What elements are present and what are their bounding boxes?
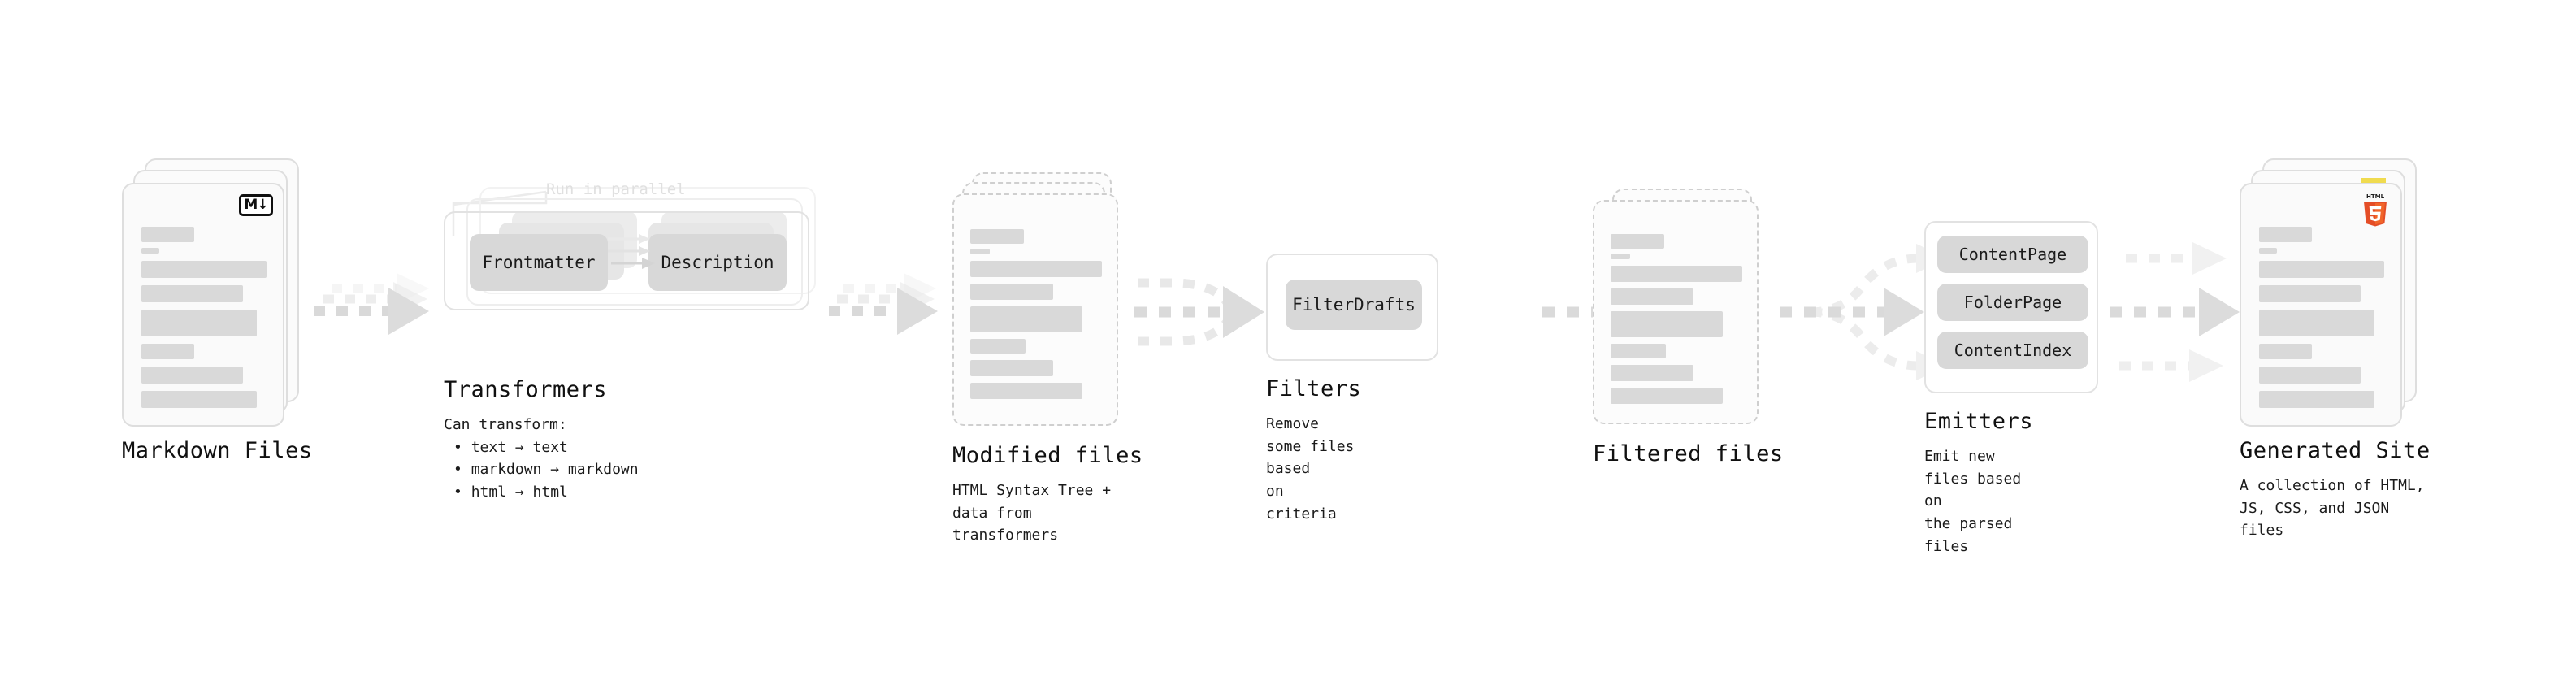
list-item: text → text bbox=[453, 436, 639, 459]
stage-title: Filtered files bbox=[1593, 441, 1784, 466]
stage-transformers: F D F D Frontmatter Description bbox=[444, 180, 834, 501]
modified-file-front bbox=[952, 193, 1118, 426]
pill-frontmatter[interactable]: Frontmatter bbox=[470, 234, 608, 291]
caption-generated-site: Generated Site A collection of HTML, JS,… bbox=[2240, 439, 2435, 542]
filters-panel: FilterDrafts bbox=[1266, 254, 1438, 361]
arrow-markdown-to-transformers bbox=[314, 273, 429, 335]
arrow-modified-to-filters bbox=[1134, 278, 1264, 346]
stage-title: Modified files bbox=[952, 443, 1143, 468]
caption-filtered-files: Filtered files bbox=[1593, 442, 1784, 466]
file-skeleton-lines bbox=[2259, 227, 2384, 408]
html5-badge: HTML bbox=[2361, 191, 2389, 227]
site-file-front: HTML bbox=[2240, 183, 2402, 427]
stage-subtitle: HTML Syntax Tree + data from transformer… bbox=[952, 481, 1112, 544]
stage-markdown-files: M↓ Markdown Files bbox=[122, 158, 312, 462]
file-skeleton-lines bbox=[1611, 234, 1742, 404]
stage-generated-site: CSS HTML bbox=[2240, 158, 2435, 539]
arrow-transformers-to-modified bbox=[829, 273, 938, 335]
arrow-filtered-to-emitters bbox=[1780, 244, 1949, 380]
file-skeleton-lines bbox=[970, 229, 1102, 399]
pill-folderpage[interactable]: FolderPage bbox=[1937, 284, 2088, 321]
svg-text:HTML: HTML bbox=[2366, 193, 2385, 200]
markdown-file-front: M↓ bbox=[122, 183, 284, 427]
pill-filterdrafts[interactable]: FilterDrafts bbox=[1286, 280, 1422, 330]
pill-contentindex[interactable]: ContentIndex bbox=[1937, 332, 2088, 369]
run-in-parallel-label: Run in parallel bbox=[546, 180, 686, 198]
stage-title: Emitters bbox=[1924, 409, 2034, 434]
transform-capability-list: Can transform: text → text markdown → ma… bbox=[444, 414, 639, 505]
stage-modified-files: Modified files HTML Syntax Tree + data f… bbox=[952, 172, 1143, 544]
transformer-panel-front: Frontmatter Description bbox=[444, 211, 809, 310]
markdown-badge: M↓ bbox=[239, 194, 273, 216]
list-item: html → html bbox=[453, 481, 639, 504]
stage-title: Transformers bbox=[444, 377, 608, 402]
stage-title: Generated Site bbox=[2240, 438, 2431, 463]
stage-subtitle: A collection of HTML, JS, CSS, and JSON … bbox=[2240, 476, 2425, 540]
filtered-file-front bbox=[1593, 200, 1759, 424]
caption-emitters: Emitters Emit new files based on the par… bbox=[1924, 410, 2033, 558]
pill-description[interactable]: Description bbox=[648, 234, 787, 291]
caption-modified-files: Modified files HTML Syntax Tree + data f… bbox=[952, 444, 1143, 547]
emitters-panel: ContentPage FolderPage ContentIndex bbox=[1924, 221, 2098, 393]
stage-title: Markdown Files bbox=[122, 438, 313, 463]
stage-filtered-files: Filtered files bbox=[1593, 189, 1783, 466]
stage-subtitle: Remove some files based on criteria bbox=[1266, 414, 1355, 523]
pill-contentpage[interactable]: ContentPage bbox=[1937, 236, 2088, 273]
caption-transformers: Transformers Can transform: text → text … bbox=[444, 378, 639, 504]
list-item: markdown → markdown bbox=[453, 458, 639, 481]
arrow-emitters-to-site bbox=[2110, 242, 2240, 382]
caption-markdown-files: Markdown Files bbox=[122, 439, 313, 463]
stage-subtitle: Emit new files based on the parsed files bbox=[1924, 447, 2022, 556]
list-lead: Can transform: bbox=[444, 415, 567, 433]
stage-title: Filters bbox=[1266, 376, 1362, 401]
caption-filters: Filters Remove some files based on crite… bbox=[1266, 377, 1361, 526]
file-skeleton-lines bbox=[141, 227, 267, 408]
